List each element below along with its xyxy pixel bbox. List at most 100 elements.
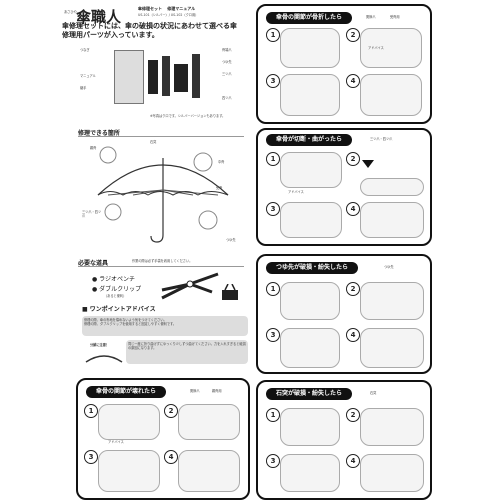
tool-label: ダブルクリップ <box>99 286 142 293</box>
step-image <box>98 450 160 492</box>
step-image <box>360 328 424 368</box>
tools-title: 必要な道具 <box>78 260 109 267</box>
step-number: 2 <box>346 28 360 42</box>
step-number: 3 <box>266 202 280 216</box>
step-number: 3 <box>266 454 280 468</box>
step-number: 1 <box>266 152 280 166</box>
step-image <box>178 404 240 440</box>
step-number: 3 <box>84 450 98 464</box>
panel-bone-bent: 傘骨が切断・曲がったら 三ツ爪・四ツ爪 1 2 アドバイス 3 4 <box>256 128 432 246</box>
advice-label: アドバイス <box>368 46 384 50</box>
brand-logo: あさひや 傘職人 <box>62 6 122 30</box>
pliers-icon <box>161 272 219 300</box>
label-four-claw: 四ツ爪 <box>222 96 232 100</box>
panel-title: 傘骨が切断・曲がったら <box>266 134 353 146</box>
advice-header: ■ ワンポイントアドバイス <box>82 306 156 313</box>
step-number: 2 <box>346 408 360 422</box>
step-number: 1 <box>266 408 280 422</box>
panel-title: 傘骨の関節が骨折したら <box>266 12 353 24</box>
advice-line: 修理の際、傘の布地を傷めないよう気をつけてください。 <box>84 318 167 322</box>
label-claws: 三ツ爪・四ツ爪 <box>82 210 102 218</box>
step-number: 4 <box>346 454 360 468</box>
tool-sub: （あると便利） <box>104 294 127 298</box>
step-image <box>280 152 342 188</box>
label-ishizuki: 石突 <box>150 140 157 144</box>
step-image <box>98 404 160 440</box>
step-number: 4 <box>346 202 360 216</box>
umbrella-diagram <box>97 146 229 243</box>
tool-item: ● ダブルクリップ <box>92 286 142 293</box>
step-image <box>360 454 424 492</box>
advice-title: ワンポイントアドバイス <box>89 306 156 313</box>
advice-label: アドバイス <box>288 190 304 194</box>
step-image <box>360 28 422 68</box>
step-image <box>360 408 424 446</box>
repairable-title: 修理できる箇所 <box>78 130 120 137</box>
kit-note: ※写真はクロです。シルバーバージョンもあります。 <box>150 114 226 118</box>
panel-joint-fractured: 傘骨の関節が骨折したら 関節爪 受骨用 1 2 アドバイス 3 4 <box>256 4 432 124</box>
clip-icon <box>222 284 238 300</box>
label-hinge: 継手 <box>80 86 87 90</box>
step-number: 2 <box>346 152 360 166</box>
step-image <box>280 328 340 368</box>
logo-main: 傘職人 <box>76 8 122 26</box>
kit-title: 傘修理セット 修理マニュアル <box>138 6 248 11</box>
panel-joint-broken: 傘骨の関節が壊れたら 関節爪 親骨用 1 2 アドバイス 3 4 <box>76 378 250 500</box>
advice-warn: 分解に注意！ <box>90 343 110 347</box>
step-image <box>280 202 342 238</box>
step-number: 1 <box>84 404 98 418</box>
panel-title: 傘骨の関節が壊れたら <box>86 386 167 398</box>
divider <box>78 266 244 267</box>
advice-label: アドバイス <box>108 440 124 444</box>
step-image <box>360 178 424 196</box>
panel-tag: 関節爪 <box>190 389 200 393</box>
advice-tip: 同じ一度に折り曲げずにゆっくり少しずつ曲げてください。力を入れすぎると破損の原因… <box>128 342 246 350</box>
panel-title: つゆ先が破損・紛失したら <box>266 262 359 274</box>
kit-title-right: 修理マニュアル <box>167 6 196 11</box>
label-oyabone: 親骨 <box>90 146 97 150</box>
label-nakabone: 中骨 <box>218 160 225 164</box>
panel-tip-broken: つゆ先が破損・紛失したら つゆ先 1 2 3 4 <box>256 254 432 374</box>
panel-tag: 関節爪 <box>366 15 376 19</box>
advice-tip-box: 同じ一度に折り曲げずにゆっくり少しずつ曲げてください。力を入れすぎると破損の原因… <box>126 340 248 364</box>
step-number: 4 <box>164 450 178 464</box>
divider <box>78 136 244 137</box>
step-image <box>360 282 424 320</box>
arrow-down-icon <box>362 160 374 168</box>
step-number: 3 <box>266 328 280 342</box>
panel-tag: つゆ先 <box>384 265 394 269</box>
label-three-claw: 三ツ爪 <box>222 72 232 76</box>
kit-photo <box>104 46 214 106</box>
panel-tag: 受骨用 <box>390 15 400 19</box>
step-number: 4 <box>346 74 360 88</box>
label-ukebone: 受骨 <box>216 186 223 190</box>
step-number: 4 <box>346 328 360 342</box>
step-number: 2 <box>346 282 360 296</box>
label-joint: つなぎ <box>80 48 90 52</box>
label-manual: マニュアル <box>80 74 96 78</box>
advice-line: 修理の際、ダブルクリップを使用すると固定しやすく便利です。 <box>84 322 177 326</box>
step-image <box>280 454 340 492</box>
advice-box: 修理の際、傘の布地を傷めないよう気をつけてください。 修理の際、ダブルクリップを… <box>82 316 248 336</box>
step-image <box>280 74 340 116</box>
step-number: 2 <box>164 404 178 418</box>
step-image <box>360 74 422 116</box>
step-number: 1 <box>266 282 280 296</box>
panel-title: 石突が破損・紛失したら <box>266 388 353 400</box>
label-cap: つゆ先 <box>222 60 232 64</box>
kit-variants: US-101（シルバー）/ US-102（クロ用） <box>138 13 199 17</box>
step-image <box>178 450 240 492</box>
step-number: 1 <box>266 28 280 42</box>
panel-tag: 親骨用 <box>212 389 222 393</box>
step-image <box>280 28 340 68</box>
step-image <box>280 282 340 320</box>
label-tsuyusaki: つゆ先 <box>226 238 236 242</box>
panel-tag: 三ツ爪・四ツ爪 <box>370 137 393 141</box>
kit-intro: 傘修理セットには、傘の破損の状況にあわせて選べる傘修理用パーツが入っています。 <box>62 22 237 39</box>
label-claw: 骨端爪 <box>222 48 232 52</box>
tool-item: ● ラジオペンチ <box>92 276 136 283</box>
tools-note: 作業の際は必ず手袋を着用してください。 <box>132 259 193 263</box>
kit-title-left: 傘修理セット <box>138 6 162 11</box>
bend-diagram <box>85 355 123 363</box>
panel-ferrule-broken: 石突が破損・紛失したら 石突 1 2 3 4 <box>256 380 432 500</box>
